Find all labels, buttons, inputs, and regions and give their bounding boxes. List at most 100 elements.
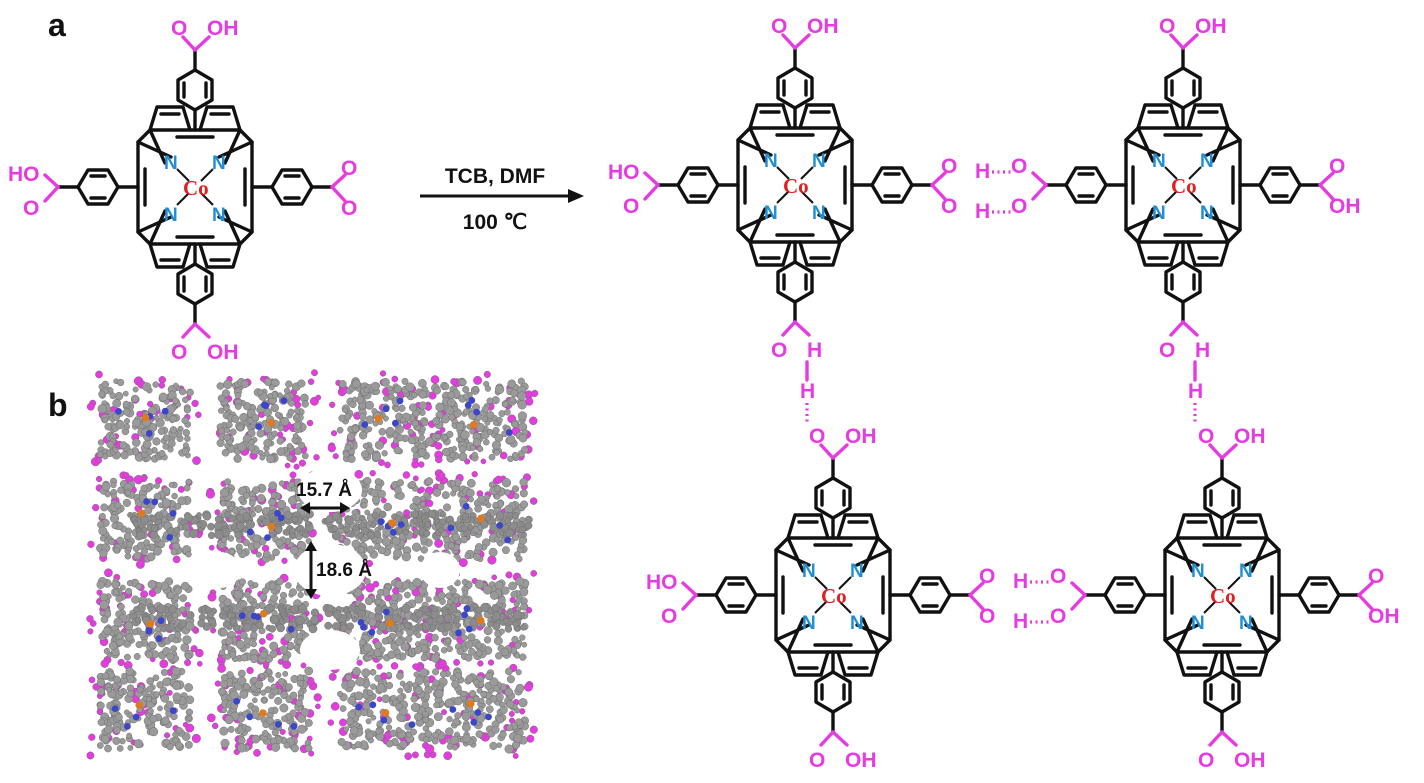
atom-sphere bbox=[337, 737, 346, 747]
nitrogen-sphere bbox=[368, 628, 376, 636]
atom-sphere bbox=[224, 478, 232, 486]
nitrogen-sphere bbox=[449, 706, 457, 713]
atom-sphere bbox=[152, 381, 159, 388]
atom-sphere bbox=[498, 410, 506, 418]
atom-sphere bbox=[246, 666, 254, 675]
atom-sphere bbox=[481, 415, 489, 423]
atom-sphere bbox=[475, 606, 482, 614]
atom-sphere bbox=[287, 399, 295, 407]
atom-sphere bbox=[315, 703, 321, 710]
atom-sphere bbox=[195, 411, 202, 419]
atom-sphere bbox=[370, 714, 377, 721]
atom-sphere bbox=[172, 382, 179, 389]
acid-label-right-o1: O bbox=[341, 157, 357, 180]
atom-sphere bbox=[296, 679, 305, 688]
atom-sphere bbox=[465, 488, 475, 498]
atom-sphere bbox=[124, 552, 132, 560]
atom-sphere bbox=[227, 725, 235, 733]
atom-sphere bbox=[116, 378, 125, 387]
cobalt-label: Co bbox=[783, 174, 809, 198]
atom-sphere bbox=[519, 489, 528, 498]
atom-sphere bbox=[123, 653, 131, 661]
atom-sphere bbox=[356, 659, 363, 666]
nitrogen-sphere bbox=[166, 534, 174, 541]
atom-sphere bbox=[219, 679, 229, 689]
atom-sphere bbox=[170, 548, 178, 556]
atom-sphere bbox=[267, 392, 274, 400]
atom-sphere bbox=[419, 668, 429, 677]
atom-sphere bbox=[298, 604, 308, 614]
atom-sphere bbox=[99, 610, 106, 617]
acid-oxygen-label: O bbox=[1159, 15, 1175, 38]
atom-sphere bbox=[473, 553, 481, 561]
nitrogen-sphere bbox=[396, 397, 404, 405]
atom-sphere bbox=[160, 693, 170, 703]
atom-sphere bbox=[157, 705, 163, 712]
atom-sphere bbox=[268, 625, 276, 633]
atom-sphere bbox=[224, 500, 232, 508]
atom-sphere bbox=[529, 725, 538, 734]
atom-sphere bbox=[242, 622, 252, 632]
hydrogen-label: H bbox=[1013, 570, 1028, 593]
atom-sphere bbox=[210, 627, 217, 634]
atom-sphere bbox=[379, 646, 386, 653]
atom-sphere bbox=[183, 406, 191, 414]
atom-sphere bbox=[462, 590, 469, 597]
atom-sphere bbox=[373, 530, 382, 538]
atom-sphere bbox=[385, 739, 394, 748]
atom-sphere bbox=[236, 547, 243, 554]
atom-sphere bbox=[426, 499, 434, 508]
acid-label: OH bbox=[845, 425, 877, 448]
nitrogen-label: N bbox=[802, 613, 816, 634]
atom-sphere bbox=[521, 641, 528, 648]
atom-sphere bbox=[446, 430, 454, 439]
atom-sphere bbox=[461, 513, 470, 521]
atom-sphere bbox=[308, 624, 318, 634]
atom-sphere bbox=[142, 382, 152, 392]
atom-sphere bbox=[357, 532, 364, 539]
nitrogen-sphere bbox=[408, 721, 416, 728]
acid-label: OH bbox=[1234, 749, 1266, 772]
atom-sphere bbox=[239, 631, 248, 640]
atom-sphere bbox=[519, 653, 527, 661]
nitrogen-sphere bbox=[504, 536, 511, 544]
atom-sphere bbox=[451, 445, 458, 452]
atom-sphere bbox=[147, 707, 154, 715]
atom-sphere bbox=[267, 675, 275, 683]
atom-sphere bbox=[369, 521, 377, 529]
atom-sphere bbox=[125, 489, 131, 496]
atom-sphere bbox=[509, 396, 516, 404]
acid-oxygen-label: O bbox=[1198, 425, 1214, 448]
atom-sphere bbox=[192, 456, 201, 465]
atom-sphere bbox=[385, 724, 393, 731]
atom-sphere bbox=[173, 526, 181, 534]
atom-sphere bbox=[310, 615, 320, 625]
atom-sphere bbox=[283, 616, 290, 623]
atom-sphere bbox=[289, 545, 299, 555]
atom-sphere bbox=[183, 484, 191, 492]
atom-sphere bbox=[234, 392, 242, 399]
atom-sphere bbox=[301, 400, 309, 408]
atom-sphere bbox=[396, 672, 404, 680]
reaction-conditions-solvent: TCB, DMF bbox=[445, 165, 545, 188]
atom-sphere bbox=[259, 454, 266, 461]
atom-sphere bbox=[518, 526, 526, 534]
atom-sphere bbox=[268, 692, 275, 700]
atom-sphere bbox=[360, 526, 369, 535]
atom-sphere bbox=[503, 489, 511, 496]
atom-sphere bbox=[483, 438, 490, 446]
atom-sphere bbox=[344, 444, 352, 452]
atom-sphere bbox=[469, 690, 477, 698]
atom-sphere bbox=[446, 716, 453, 723]
atom-sphere bbox=[117, 658, 125, 667]
atom-sphere bbox=[404, 752, 413, 761]
atom-sphere bbox=[425, 477, 434, 486]
atom-sphere bbox=[242, 539, 250, 547]
atom-sphere bbox=[435, 402, 445, 412]
acid-label: OH bbox=[1368, 605, 1400, 628]
atom-sphere bbox=[369, 470, 376, 477]
atom-sphere bbox=[414, 712, 423, 721]
atom-sphere bbox=[415, 632, 422, 639]
atom-sphere bbox=[495, 511, 505, 520]
